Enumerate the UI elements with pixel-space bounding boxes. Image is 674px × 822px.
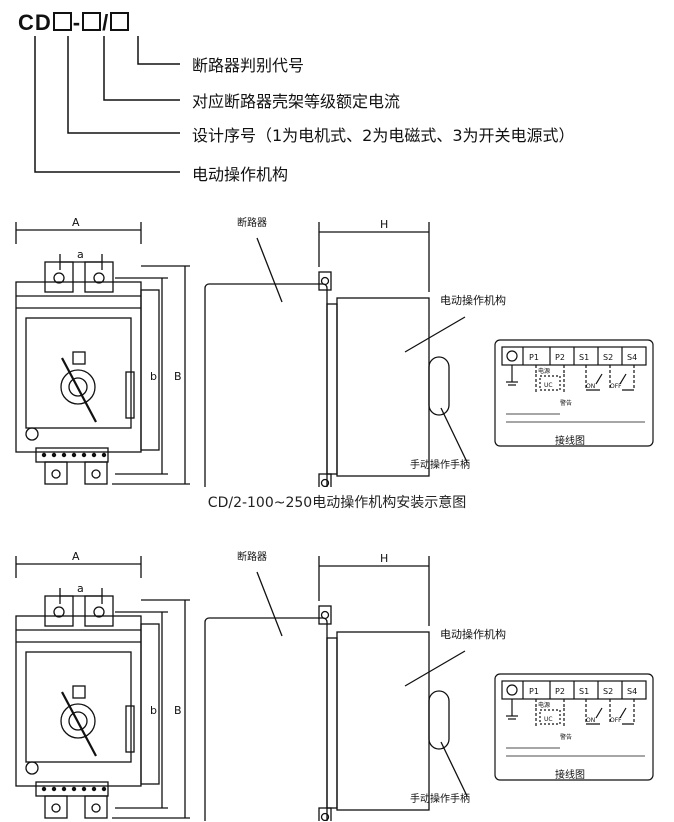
label-wiring: 接线图 xyxy=(555,434,585,447)
wiring-warning: 警告 xyxy=(560,733,572,741)
installation-diagram-bottom: A a b B H 断路器 电动操作机构 手动操作手柄 接线图 P1 P2 S1… xyxy=(14,550,655,821)
model-sep-2: / xyxy=(102,10,110,35)
dim-label-B: B xyxy=(174,370,182,383)
legend-item-2: 对应断路器壳架等级额定电流 xyxy=(192,92,401,111)
label-breaker: 断路器 xyxy=(237,216,267,229)
dim-label-A: A xyxy=(72,216,80,229)
terminal-S4: S4 xyxy=(627,353,637,362)
label-mechanism: 电动操作机构 xyxy=(440,293,506,307)
model-prefix: CD xyxy=(18,10,52,35)
legend-item-3: 设计序号（1为电机式、2为电磁式、3为开关电源式） xyxy=(192,126,575,145)
legend-item-1: 断路器判别代号 xyxy=(192,56,305,75)
bracket-3 xyxy=(67,36,180,134)
legend-item-4: 电动操作机构 xyxy=(192,165,289,184)
wiring-power: 电源 xyxy=(538,367,550,375)
terminal-P1: P1 xyxy=(529,687,539,696)
label-handle: 手动操作手柄 xyxy=(410,458,470,471)
dim-label-a: a xyxy=(77,582,84,595)
model-code: CD-/ xyxy=(18,10,130,36)
model-sep-1: - xyxy=(72,10,82,35)
label-handle: 手动操作手柄 xyxy=(410,792,470,805)
placeholder-box-1 xyxy=(52,12,72,31)
wiring-power: 电源 xyxy=(538,701,550,709)
terminal-P2: P2 xyxy=(555,687,565,696)
terminal-S1: S1 xyxy=(579,687,589,696)
dim-label-a: a xyxy=(77,248,84,261)
dim-label-A: A xyxy=(72,550,80,563)
terminal-P2: P2 xyxy=(555,353,565,362)
wiring-on: ON xyxy=(586,383,595,390)
wiring-uc: UC xyxy=(544,716,553,723)
dim-label-H: H xyxy=(380,218,388,231)
installation-diagram-top: A a b B H 断路器 电动操作机构 手动操作手柄 接线图 P1 P2 S1… xyxy=(14,216,655,487)
terminal-S2: S2 xyxy=(603,687,613,696)
bracket-1 xyxy=(137,36,180,65)
legend-brackets xyxy=(34,36,180,173)
wiring-off: OFF xyxy=(610,717,622,724)
terminal-S2: S2 xyxy=(603,353,613,362)
dim-label-H: H xyxy=(380,552,388,565)
terminal-S1: S1 xyxy=(579,353,589,362)
diagram-caption: CD/2-100~250电动操作机构安装示意图 xyxy=(207,495,467,511)
bracket-2 xyxy=(103,36,180,101)
placeholder-box-3 xyxy=(110,12,130,31)
terminal-S4: S4 xyxy=(627,687,637,696)
terminal-P1: P1 xyxy=(529,353,539,362)
label-mechanism: 电动操作机构 xyxy=(440,627,506,641)
wiring-off: OFF xyxy=(610,383,622,390)
bracket-4 xyxy=(34,36,180,173)
dim-label-b: b xyxy=(150,370,157,383)
dim-label-B: B xyxy=(174,704,182,717)
dim-label-b: b xyxy=(150,704,157,717)
wiring-on: ON xyxy=(586,717,595,724)
wiring-warning: 警告 xyxy=(560,399,572,407)
label-breaker: 断路器 xyxy=(237,550,267,563)
placeholder-box-2 xyxy=(82,12,102,31)
wiring-uc: UC xyxy=(544,382,553,389)
label-wiring: 接线图 xyxy=(555,768,585,781)
